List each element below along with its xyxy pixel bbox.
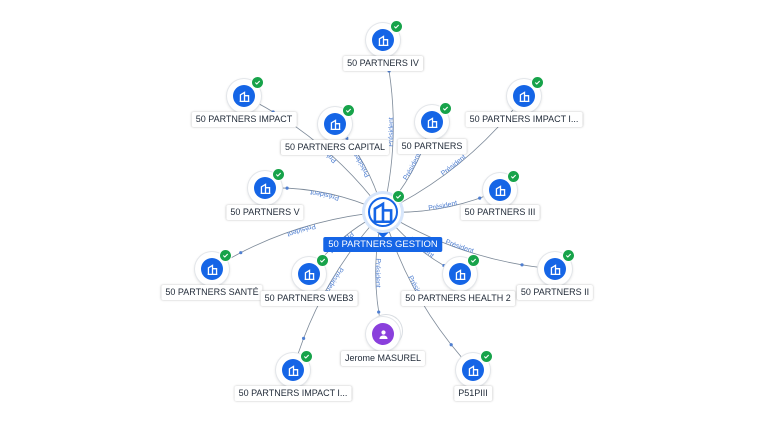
node-label-capital[interactable]: 50 PARTNERS CAPITAL [280, 140, 390, 155]
edge-arrow [239, 251, 243, 255]
edge-label: Président [310, 188, 340, 201]
verified-check-icon [316, 254, 329, 267]
edge-arrow [520, 263, 524, 267]
node-label-jerome[interactable]: Jerome MASUREL [340, 351, 426, 366]
node-impact[interactable] [227, 76, 264, 113]
node-web3[interactable] [292, 254, 329, 291]
node-label-health2[interactable]: 50 PARTNERS HEALTH 2 [401, 291, 515, 306]
building-icon [368, 197, 398, 227]
edge-ii [382, 211, 556, 270]
edge-arrow [345, 136, 349, 140]
edge-label: Président [444, 239, 474, 255]
edge-arrow [449, 343, 453, 347]
building-icon [421, 111, 443, 133]
building-icon [462, 359, 484, 381]
edge-label: Président [374, 258, 381, 288]
building-icon [372, 29, 394, 51]
node-label-web3[interactable]: 50 PARTNERS WEB3 [260, 291, 358, 306]
node-capital[interactable] [318, 104, 355, 141]
node-p51[interactable] [456, 350, 493, 387]
node-jerome[interactable] [366, 317, 400, 351]
building-icon [324, 113, 346, 135]
edge-arrow [285, 186, 289, 190]
node-ii[interactable] [538, 249, 575, 286]
verified-check-icon [272, 168, 285, 181]
building-icon [201, 258, 223, 280]
node-label-ii[interactable]: 50 PARTNERS II [516, 285, 594, 300]
node-partners[interactable] [415, 102, 452, 139]
node-label-impact-i2[interactable]: 50 PARTNERS IMPACT I... [234, 386, 352, 401]
node-label-sante[interactable]: 50 PARTNERS SANTÉ [161, 285, 263, 300]
node-impact-i2[interactable] [276, 350, 313, 387]
edge-label: Président [440, 154, 468, 178]
node-sante[interactable] [195, 249, 232, 286]
building-icon [513, 85, 535, 107]
edge-arrow [302, 336, 306, 340]
verified-check-icon [390, 20, 403, 33]
node-iii[interactable] [483, 170, 520, 207]
building-icon [449, 263, 471, 285]
edge-label: Président [428, 200, 458, 212]
verified-check-icon [300, 350, 313, 363]
edge-label: Président [388, 117, 396, 147]
verified-check-icon [392, 190, 405, 203]
verified-check-icon [562, 249, 575, 262]
node-label-partners[interactable]: 50 PARTNERS [397, 139, 467, 154]
verified-check-icon [219, 249, 232, 262]
building-icon [282, 359, 304, 381]
node-label-iii[interactable]: 50 PARTNERS III [460, 205, 540, 220]
verified-check-icon [342, 104, 355, 117]
building-icon [254, 177, 276, 199]
node-label-p51[interactable]: P51PIII [454, 386, 492, 401]
person-icon [372, 323, 394, 345]
building-icon [489, 179, 511, 201]
verified-check-icon [531, 76, 544, 89]
node-iv[interactable] [366, 20, 403, 57]
edge-impact-i2 [292, 211, 384, 371]
node-label-iv[interactable]: 50 PARTNERS IV [343, 56, 423, 71]
center-label[interactable]: 50 PARTNERS GESTION [323, 237, 443, 252]
edge-label: Président [402, 152, 422, 181]
verified-check-icon [507, 170, 520, 183]
node-label-impact[interactable]: 50 PARTNERS IMPACT [191, 112, 297, 127]
building-icon [233, 85, 255, 107]
verified-check-icon [480, 350, 493, 363]
building-icon [298, 263, 320, 285]
node-v[interactable] [248, 168, 285, 205]
verified-check-icon [251, 76, 264, 89]
node-impact-i[interactable] [507, 76, 544, 113]
edge-label: Président [286, 222, 316, 238]
center-node[interactable] [365, 190, 405, 239]
verified-check-icon [439, 102, 452, 115]
edge-arrow [478, 196, 482, 200]
node-label-v[interactable]: 50 PARTNERS V [226, 205, 304, 220]
node-label-impact-i[interactable]: 50 PARTNERS IMPACT I... [465, 112, 583, 127]
verified-check-icon [467, 254, 480, 267]
edge-arrow [377, 310, 381, 314]
node-health2[interactable] [443, 254, 480, 291]
building-icon [544, 258, 566, 280]
